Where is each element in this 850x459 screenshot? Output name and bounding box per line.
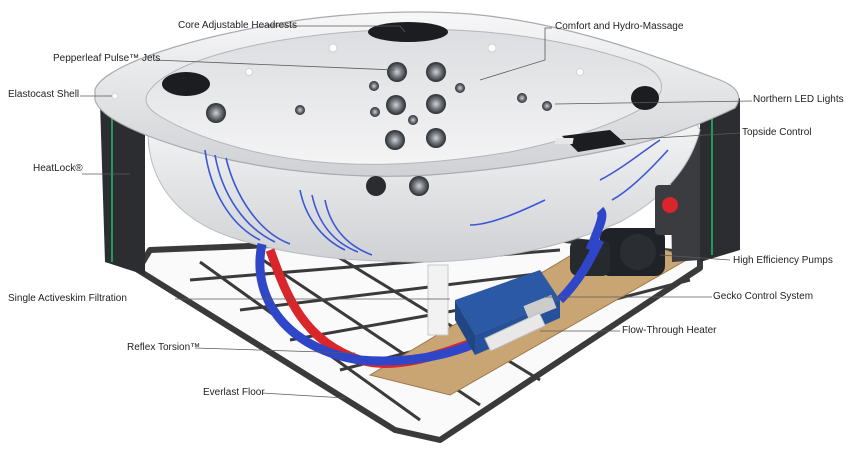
pump — [570, 185, 685, 276]
topside-control-panel — [554, 130, 626, 152]
label-elastocast-shell: Elastocast Shell — [8, 89, 80, 100]
label-single-activeskim-filtration: Single Activeskim Filtration — [8, 293, 127, 304]
label-high-efficiency-pumps: High Efficiency Pumps — [733, 255, 833, 266]
plumbing-lines — [204, 139, 669, 256]
led-lights — [111, 43, 584, 100]
label-pepperleaf-pulse-jets: Pepperleaf Pulse™ Jets — [53, 53, 161, 64]
label-everlast-floor: Everlast Floor — [203, 387, 265, 398]
label-topside-control: Topside Control — [742, 127, 812, 138]
jets — [206, 62, 552, 196]
headrests — [162, 22, 659, 110]
label-gecko-control-system: Gecko Control System — [713, 291, 814, 302]
label-northern-led-lights: Northern LED Lights — [753, 94, 844, 105]
label-flow-through-heater: Flow-Through Heater — [622, 325, 717, 336]
label-heatlock: HeatLock® — [33, 163, 83, 174]
leader-lines — [80, 25, 753, 399]
label-comfort-hydro-massage: Comfort and Hydro-Massage — [555, 21, 684, 32]
label-core-adjustable-headrests: Core Adjustable Headrests — [178, 20, 297, 31]
label-reflex-torsion: Reflex Torsion™ — [127, 342, 201, 353]
